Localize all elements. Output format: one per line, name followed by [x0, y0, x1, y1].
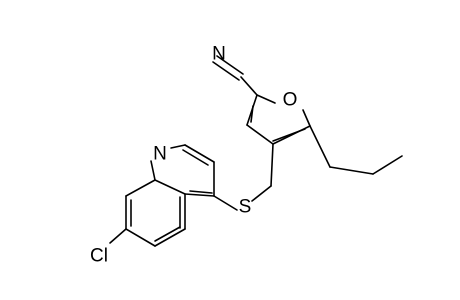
bond-line-15 — [213, 195, 238, 211]
bond-line-12 — [372, 155, 403, 175]
sulfur-label: S — [239, 197, 252, 218]
bond-line-26 — [125, 228, 156, 247]
chlorine-label: Cl — [90, 246, 108, 267]
bond-line-32 — [109, 228, 127, 244]
bond-line-18 — [170, 144, 186, 149]
nitrile-nitrogen-label: N — [212, 44, 226, 65]
bond-line-31 — [154, 226, 181, 242]
bond-lines — [109, 55, 403, 247]
bond-line-22 — [184, 193, 215, 197]
bond-line-24 — [125, 179, 156, 197]
bond-line-20 — [150, 160, 156, 181]
bond-line-3 — [256, 94, 276, 104]
bond-line-13 — [270, 143, 274, 187]
bond-line-0 — [212, 61, 240, 81]
bond-line-11 — [329, 166, 374, 175]
bond-line-6 — [272, 128, 306, 142]
furan-oxygen-label: O — [283, 90, 298, 111]
bond-line-4 — [302, 109, 311, 127]
bond-line-7 — [246, 124, 274, 145]
atom-labels: N O N S Cl — [90, 44, 297, 267]
bond-line-19 — [182, 149, 209, 166]
bond-line-17 — [184, 144, 215, 163]
bond-line-2 — [240, 76, 258, 96]
bond-line-1 — [216, 55, 244, 75]
bond-line-21 — [154, 179, 186, 195]
bond-line-14 — [251, 185, 272, 202]
bond-line-10 — [309, 125, 331, 168]
quinoline-nitrogen-label: N — [153, 144, 167, 165]
bond-line-23 — [189, 190, 213, 194]
bond-line-9 — [250, 105, 254, 123]
bond-line-27 — [154, 228, 186, 247]
